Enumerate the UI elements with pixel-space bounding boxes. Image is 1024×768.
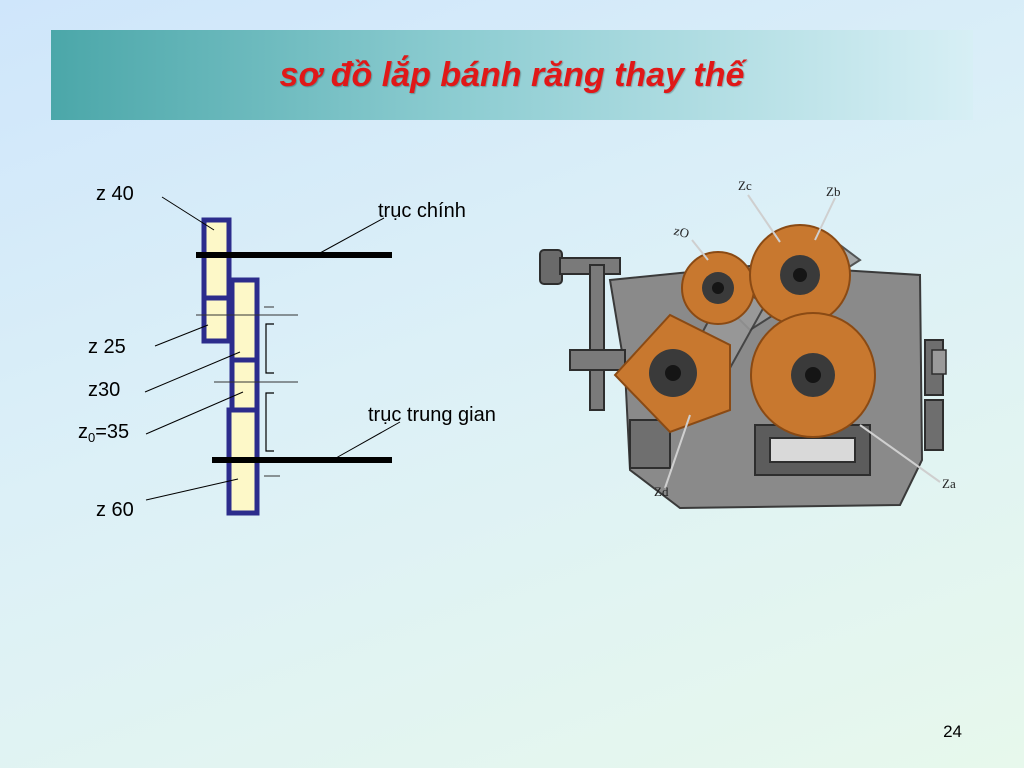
- page-number: 24: [943, 722, 962, 741]
- slide-title: sơ đồ lắp bánh răng thay thế: [279, 55, 745, 94]
- gear-zb: [749, 224, 851, 326]
- label-z25: z 25: [88, 336, 126, 358]
- label-z30: z30: [88, 379, 120, 401]
- bracket-lower: [265, 392, 274, 452]
- gear-zd: [613, 313, 731, 434]
- gear-z40: [201, 217, 232, 301]
- gear-z25: [201, 295, 232, 344]
- gear-schematic: z 40 trục chính z 25 z30 z0=35 trục trun…: [78, 183, 496, 521]
- label-z40: z 40: [96, 183, 134, 205]
- gear-za: [750, 312, 876, 438]
- gear-z0: [229, 357, 260, 413]
- gear-zo: [681, 251, 755, 325]
- photo-label-zd: Zd: [654, 484, 669, 499]
- photo-label-zb: Zb: [826, 184, 840, 199]
- gear-mechanism-illustration: Zc Zb zO Zd Za: [539, 178, 956, 510]
- bracket-upper: [265, 323, 274, 374]
- photo-label-zc: Zc: [738, 178, 752, 193]
- label-z0: z0=35: [78, 421, 129, 445]
- crank-handle: [539, 249, 626, 411]
- label-z60: z 60: [96, 499, 134, 521]
- photo-label-zo: zO: [672, 223, 691, 241]
- photo-label-za: Za: [942, 476, 956, 491]
- label-intermediate-shaft: trục trung gian: [368, 404, 496, 426]
- label-main-shaft: trục chính: [378, 200, 466, 222]
- title-bar: sơ đồ lắp bánh răng thay thế: [51, 30, 973, 120]
- gear-z30: [229, 277, 260, 365]
